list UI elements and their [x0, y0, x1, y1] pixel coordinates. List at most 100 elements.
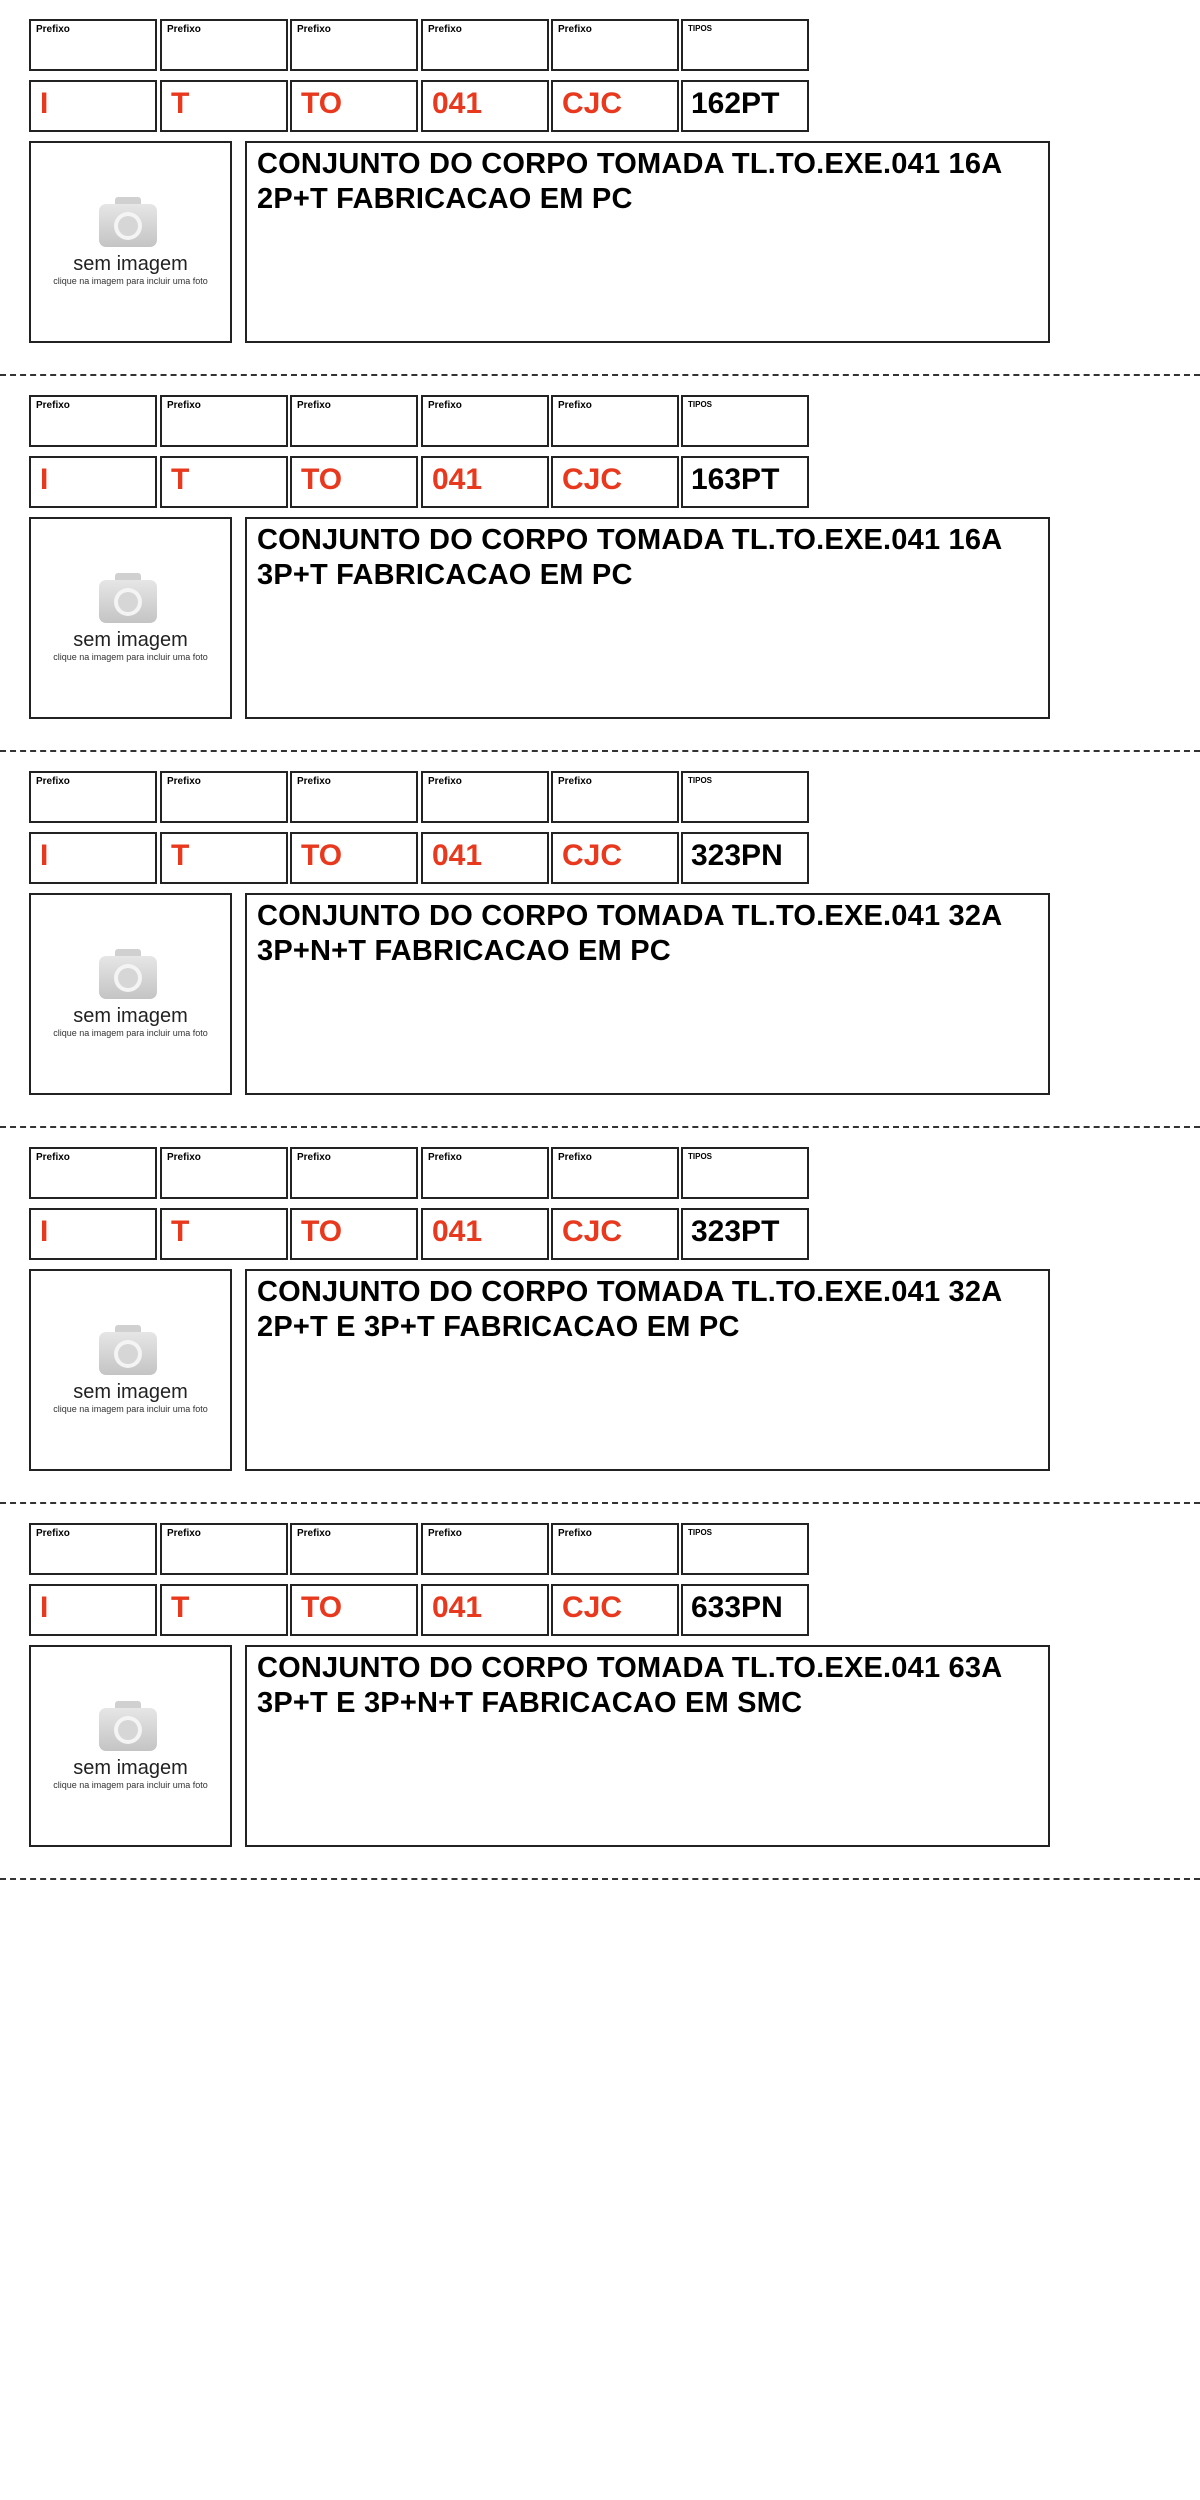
prefix-label: Prefixo [297, 24, 331, 35]
tipos-label: TIPOS [688, 24, 713, 33]
image-placeholder[interactable]: sem imagem clique na imagem para incluir… [29, 141, 232, 343]
click-to-add-photo-hint: clique na imagem para incluir uma foto [53, 276, 208, 286]
prefix-value-box-2[interactable]: T [160, 832, 288, 884]
prefix-value: TO [301, 1591, 343, 1624]
prefix-header-5: Prefixo [551, 1147, 679, 1199]
product-card: Prefixo Prefixo Prefixo Prefixo Prefixo … [0, 395, 1200, 771]
prefix-header-5: Prefixo [551, 1523, 679, 1575]
prefix-label: Prefixo [297, 1152, 331, 1163]
prefix-header-4: Prefixo [421, 395, 549, 447]
tipo-value-box[interactable]: 323PT [681, 1208, 809, 1260]
prefix-header-2: Prefixo [160, 19, 288, 71]
prefix-value-box-4[interactable]: 041 [421, 456, 549, 508]
tipos-header: TIPOS [681, 395, 809, 447]
prefix-value-box-1[interactable]: I [29, 1208, 157, 1260]
prefix-value-box-2[interactable]: T [160, 456, 288, 508]
prefix-header-1: Prefixo [29, 1147, 157, 1199]
tipo-value-box[interactable]: 162PT [681, 80, 809, 132]
prefix-value: T [171, 463, 190, 496]
camera-icon [99, 573, 157, 623]
prefix-label: Prefixo [558, 776, 592, 787]
no-image-text: sem imagem [73, 1757, 188, 1779]
prefix-value-box-3[interactable]: TO [290, 1584, 418, 1636]
prefix-value: CJC [562, 1215, 623, 1248]
prefix-label: Prefixo [428, 1152, 462, 1163]
prefix-value-box-2[interactable]: T [160, 1584, 288, 1636]
prefix-value-box-4[interactable]: 041 [421, 1584, 549, 1636]
prefix-header-3: Prefixo [290, 1147, 418, 1199]
prefix-value: I [40, 1215, 49, 1248]
prefix-value-box-3[interactable]: TO [290, 832, 418, 884]
image-placeholder[interactable]: sem imagem clique na imagem para incluir… [29, 893, 232, 1095]
prefix-label: Prefixo [297, 1528, 331, 1539]
prefix-label: Prefixo [297, 776, 331, 787]
tipo-value-box[interactable]: 163PT [681, 456, 809, 508]
no-image-text: sem imagem [73, 1381, 188, 1403]
image-placeholder[interactable]: sem imagem clique na imagem para incluir… [29, 517, 232, 719]
prefix-value: TO [301, 87, 343, 120]
prefix-label: Prefixo [167, 400, 201, 411]
prefix-value-box-5[interactable]: CJC [551, 1208, 679, 1260]
product-description: CONJUNTO DO CORPO TOMADA TL.TO.EXE.041 3… [257, 1276, 1003, 1343]
tipo-value: 633PN [691, 1591, 783, 1624]
prefix-header-2: Prefixo [160, 771, 288, 823]
prefix-value-box-2[interactable]: T [160, 1208, 288, 1260]
camera-icon [99, 949, 157, 999]
description-box: CONJUNTO DO CORPO TOMADA TL.TO.EXE.041 3… [245, 1269, 1050, 1471]
no-image-text: sem imagem [73, 1005, 188, 1027]
prefix-value-box-5[interactable]: CJC [551, 456, 679, 508]
prefix-value: 041 [432, 87, 483, 120]
prefix-value-box-1[interactable]: I [29, 80, 157, 132]
prefix-value-box-3[interactable]: TO [290, 80, 418, 132]
click-to-add-photo-hint: clique na imagem para incluir uma foto [53, 1028, 208, 1038]
click-to-add-photo-hint: clique na imagem para incluir uma foto [53, 652, 208, 662]
description-box: CONJUNTO DO CORPO TOMADA TL.TO.EXE.041 1… [245, 517, 1050, 719]
tipo-value: 323PT [691, 1215, 780, 1248]
click-to-add-photo-hint: clique na imagem para incluir uma foto [53, 1780, 208, 1790]
prefix-header-1: Prefixo [29, 771, 157, 823]
prefix-value-box-4[interactable]: 041 [421, 832, 549, 884]
prefix-header-2: Prefixo [160, 1147, 288, 1199]
product-card: Prefixo Prefixo Prefixo Prefixo Prefixo … [0, 771, 1200, 1147]
tipos-label: TIPOS [688, 1152, 713, 1161]
prefix-header-1: Prefixo [29, 1523, 157, 1575]
tipo-value-box[interactable]: 633PN [681, 1584, 809, 1636]
prefix-header-3: Prefixo [290, 395, 418, 447]
card-separator [0, 1126, 1200, 1128]
prefix-value-box-5[interactable]: CJC [551, 832, 679, 884]
prefix-value-box-5[interactable]: CJC [551, 80, 679, 132]
prefix-label: Prefixo [36, 1528, 70, 1539]
product-description: CONJUNTO DO CORPO TOMADA TL.TO.EXE.041 6… [257, 1652, 1003, 1719]
prefix-label: Prefixo [36, 24, 70, 35]
prefix-header-4: Prefixo [421, 1523, 549, 1575]
prefix-value: T [171, 87, 190, 120]
prefix-value: CJC [562, 87, 623, 120]
prefix-value-box-2[interactable]: T [160, 80, 288, 132]
tipo-value: 323PN [691, 839, 783, 872]
prefix-value-box-1[interactable]: I [29, 456, 157, 508]
prefix-value-box-1[interactable]: I [29, 832, 157, 884]
prefix-label: Prefixo [558, 24, 592, 35]
image-placeholder[interactable]: sem imagem clique na imagem para incluir… [29, 1269, 232, 1471]
prefix-value: TO [301, 839, 343, 872]
click-to-add-photo-hint: clique na imagem para incluir uma foto [53, 1404, 208, 1414]
description-box: CONJUNTO DO CORPO TOMADA TL.TO.EXE.041 1… [245, 141, 1050, 343]
prefix-label: Prefixo [558, 400, 592, 411]
prefix-value-box-4[interactable]: 041 [421, 80, 549, 132]
tipos-label: TIPOS [688, 1528, 713, 1537]
prefix-header-5: Prefixo [551, 395, 679, 447]
card-separator [0, 1878, 1200, 1880]
prefix-value-box-4[interactable]: 041 [421, 1208, 549, 1260]
prefix-label: Prefixo [558, 1528, 592, 1539]
tipos-header: TIPOS [681, 1147, 809, 1199]
tipo-value-box[interactable]: 323PN [681, 832, 809, 884]
prefix-value: I [40, 87, 49, 120]
prefix-value-box-1[interactable]: I [29, 1584, 157, 1636]
prefix-value-box-3[interactable]: TO [290, 456, 418, 508]
product-card: Prefixo Prefixo Prefixo Prefixo Prefixo … [0, 1523, 1200, 1899]
description-box: CONJUNTO DO CORPO TOMADA TL.TO.EXE.041 3… [245, 893, 1050, 1095]
prefix-value: TO [301, 463, 343, 496]
prefix-value-box-5[interactable]: CJC [551, 1584, 679, 1636]
prefix-value-box-3[interactable]: TO [290, 1208, 418, 1260]
image-placeholder[interactable]: sem imagem clique na imagem para incluir… [29, 1645, 232, 1847]
